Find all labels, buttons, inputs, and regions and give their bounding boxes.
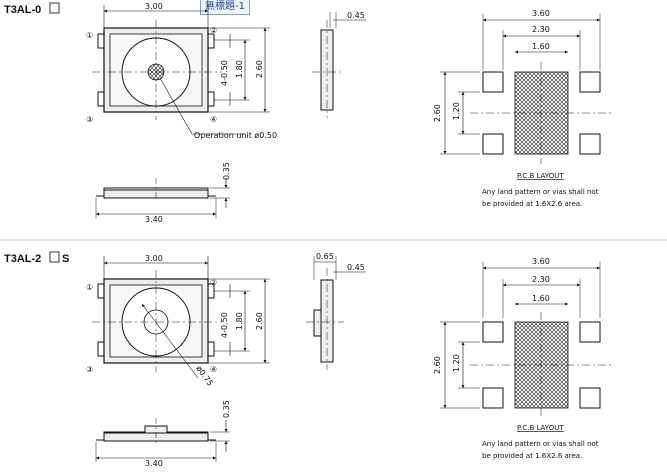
- dim-front-width-bottom: 3.40: [145, 459, 163, 468]
- pcb-bottom-note-2: be provided at 1.6X2.6 area.: [482, 452, 582, 460]
- dim-bottom-inner1: 1.80: [235, 312, 244, 330]
- pcb-top-h-inner: 1.20: [452, 102, 461, 120]
- pin-2-top: ②: [210, 26, 217, 35]
- dim-top-height: 2.60: [255, 60, 264, 78]
- pcb-bottom-h-outer: 2.60: [433, 356, 442, 374]
- pcb-layout-bottom: [440, 262, 612, 418]
- pin-4-bottom: ④: [210, 365, 217, 374]
- dim-top-inner2: 4-0.50: [220, 60, 229, 86]
- dim-side-thick-top: 0.45: [347, 11, 365, 20]
- dim-side-a-bottom: 0.65: [316, 252, 334, 261]
- pcb-layout-top: [440, 14, 612, 164]
- pcb-bottom-note-1: Any land pattern or vias shall not: [482, 440, 599, 448]
- pcb-top-note-1: Any land pattern or vias shall not: [482, 188, 599, 196]
- pcb-top-title: P.C.B LAYOUT: [517, 172, 564, 180]
- dim-bottom-height: 2.60: [255, 312, 264, 330]
- pin-4-top: ④: [210, 115, 217, 124]
- pcb-bottom-title: P.C.B LAYOUT: [517, 424, 564, 432]
- pcb-top-w-outer: 3.60: [532, 9, 550, 18]
- dim-front-width-top: 3.40: [145, 215, 163, 224]
- front-view-bottom: [95, 418, 230, 462]
- pcb-bottom-w-outer: 3.60: [532, 257, 550, 266]
- pin-1-bottom: ①: [86, 283, 93, 292]
- pin-3-top: ③: [86, 115, 93, 124]
- top-view-switch-bottom: [92, 256, 270, 379]
- dim-front-height-bottom: 0.35: [222, 400, 231, 418]
- front-view-top: [95, 178, 230, 218]
- pcb-bottom-h-inner: 1.20: [452, 354, 461, 372]
- dim-front-height-top: 0.35: [222, 162, 231, 180]
- pcb-top-w-inner: 1.60: [532, 42, 550, 51]
- part-placeholder-box-bottom: [49, 251, 60, 263]
- dim-bottom-inner2: 4-0.50: [220, 312, 229, 338]
- pcb-bottom-w-mid: 2.30: [532, 275, 550, 284]
- pin-2-bottom: ②: [210, 278, 217, 287]
- pin-3-bottom: ③: [86, 365, 93, 374]
- side-view-bottom: [306, 256, 366, 370]
- side-view-top: [312, 12, 366, 118]
- part-label-top: T3AL-0: [4, 4, 41, 16]
- part-placeholder-box: [49, 2, 60, 14]
- pcb-top-w-mid: 2.30: [532, 25, 550, 34]
- pcb-bottom-w-inner: 1.60: [532, 294, 550, 303]
- part-label-bottom: T3AL-2: [4, 253, 41, 265]
- pcb-top-note-2: be provided at 1.6X2.6 area.: [482, 200, 582, 208]
- pcb-top-h-outer: 2.60: [433, 104, 442, 122]
- top-view-switch: [92, 5, 270, 135]
- pin-1-top: ①: [86, 31, 93, 40]
- dim-bottom-width: 3.00: [145, 254, 163, 263]
- document-tab[interactable]: 無標題-1: [200, 0, 250, 15]
- part-suffix-bottom: S: [62, 253, 69, 265]
- dim-top-width: 3.00: [145, 2, 163, 11]
- dim-top-inner1: 1.80: [235, 60, 244, 78]
- dim-side-thick-bottom: 0.45: [347, 263, 365, 272]
- operation-unit-note: Operation unit ø0.50: [194, 131, 277, 140]
